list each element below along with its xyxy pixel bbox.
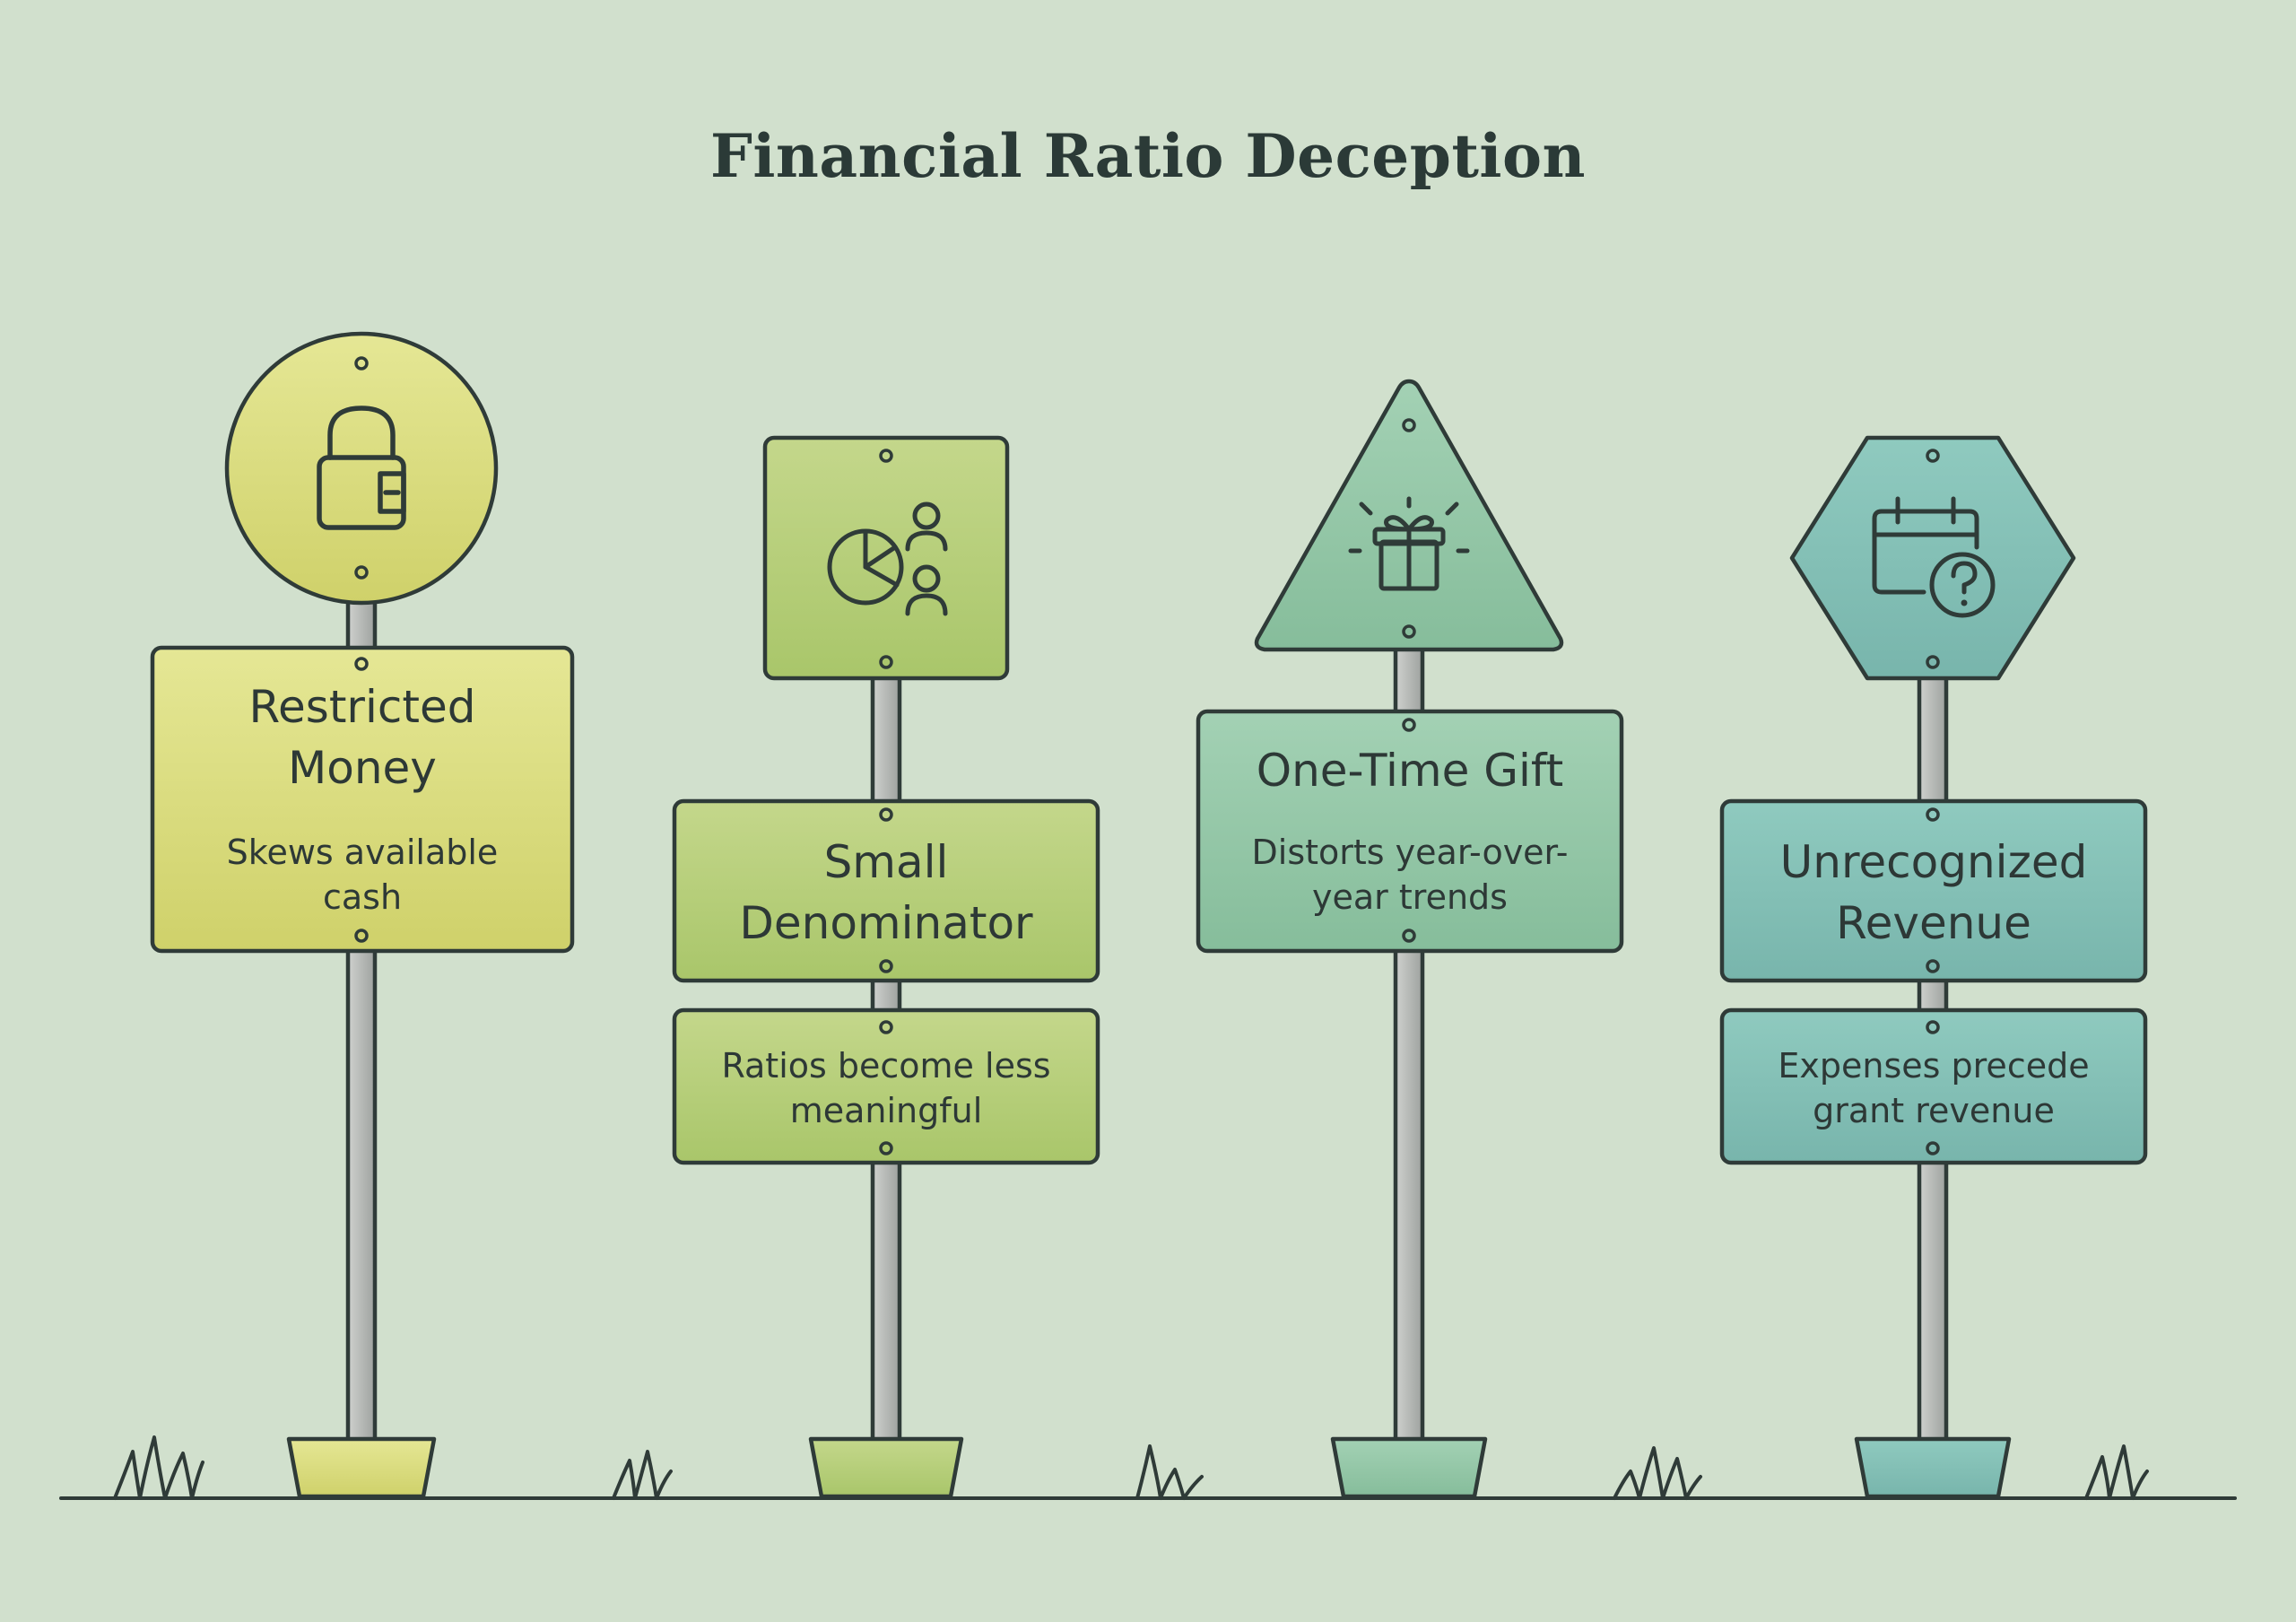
sign-heading-one-time-gift: One-Time Gift	[1256, 745, 1564, 797]
pole-base	[808, 1436, 964, 1499]
description-board	[672, 1007, 1100, 1165]
description-board	[1719, 1007, 2148, 1165]
signpost-small-denominator	[672, 435, 1100, 1499]
lock-icon	[317, 406, 406, 530]
pole-base	[286, 1436, 437, 1499]
label-board	[1719, 798, 2148, 983]
square-sign	[762, 435, 1010, 681]
sign-description-unrecognized-revenue: Expenses precede grant revenue	[1778, 1046, 2090, 1130]
triangle-sign	[1254, 379, 1564, 652]
sign-heading-small-denominator: Small Denominator	[739, 836, 1033, 949]
signpost-restricted-money	[150, 331, 575, 1499]
label-board	[1196, 709, 1624, 954]
label-board	[150, 645, 575, 954]
pole-base	[1330, 1436, 1488, 1499]
sign-description-small-denominator: Ratios become less meaningful	[721, 1046, 1051, 1130]
sign-heading-unrecognized-revenue: Unrecognized Revenue	[1779, 836, 2088, 949]
pole-base	[1854, 1436, 2012, 1499]
circle-sign	[224, 331, 499, 606]
gift-icon	[1348, 496, 1470, 591]
signpost-one-time-gift	[1196, 379, 1624, 1499]
sign-description-one-time-gift: Distorts year-over-year trends	[1251, 833, 1569, 917]
signpost-unrecognized-revenue	[1719, 435, 2148, 1499]
label-board	[672, 798, 1100, 983]
pie-chart-people-icon	[827, 501, 948, 616]
hexagon-sign	[1789, 435, 2076, 681]
calendar-question-icon	[1872, 496, 1996, 618]
page-title: Financial Ratio Deception	[709, 121, 1587, 191]
sign-description-restricted-money: Skews available cash	[226, 833, 499, 917]
sign-heading-restricted-money: Restricted Money	[248, 681, 476, 794]
